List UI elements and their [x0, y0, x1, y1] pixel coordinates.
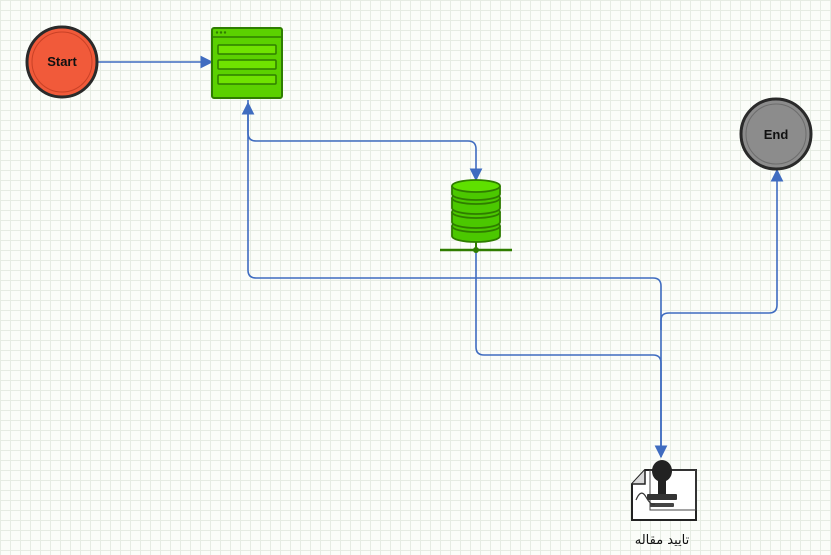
edges [97, 55, 784, 459]
edge-approval-to-form[interactable] [241, 101, 662, 450]
start-node-label: Start [47, 54, 77, 69]
edge-approval-to-end[interactable] [660, 168, 784, 330]
edge-form-to-database[interactable] [247, 100, 483, 182]
approval-node[interactable]: تایید مقاله [631, 460, 697, 548]
edge-database-to-approval[interactable] [475, 250, 668, 459]
form-field-2 [217, 59, 277, 70]
database-node[interactable] [440, 179, 512, 253]
form-field-1 [217, 44, 277, 55]
form-field-3 [217, 74, 277, 85]
end-node-label: End [764, 127, 789, 142]
form-node[interactable] [211, 27, 283, 99]
approval-node-caption: تایید مقاله [635, 533, 690, 548]
stamp-document-icon [631, 460, 697, 521]
end-node[interactable]: End [739, 97, 813, 171]
start-node[interactable]: Start [25, 25, 99, 99]
